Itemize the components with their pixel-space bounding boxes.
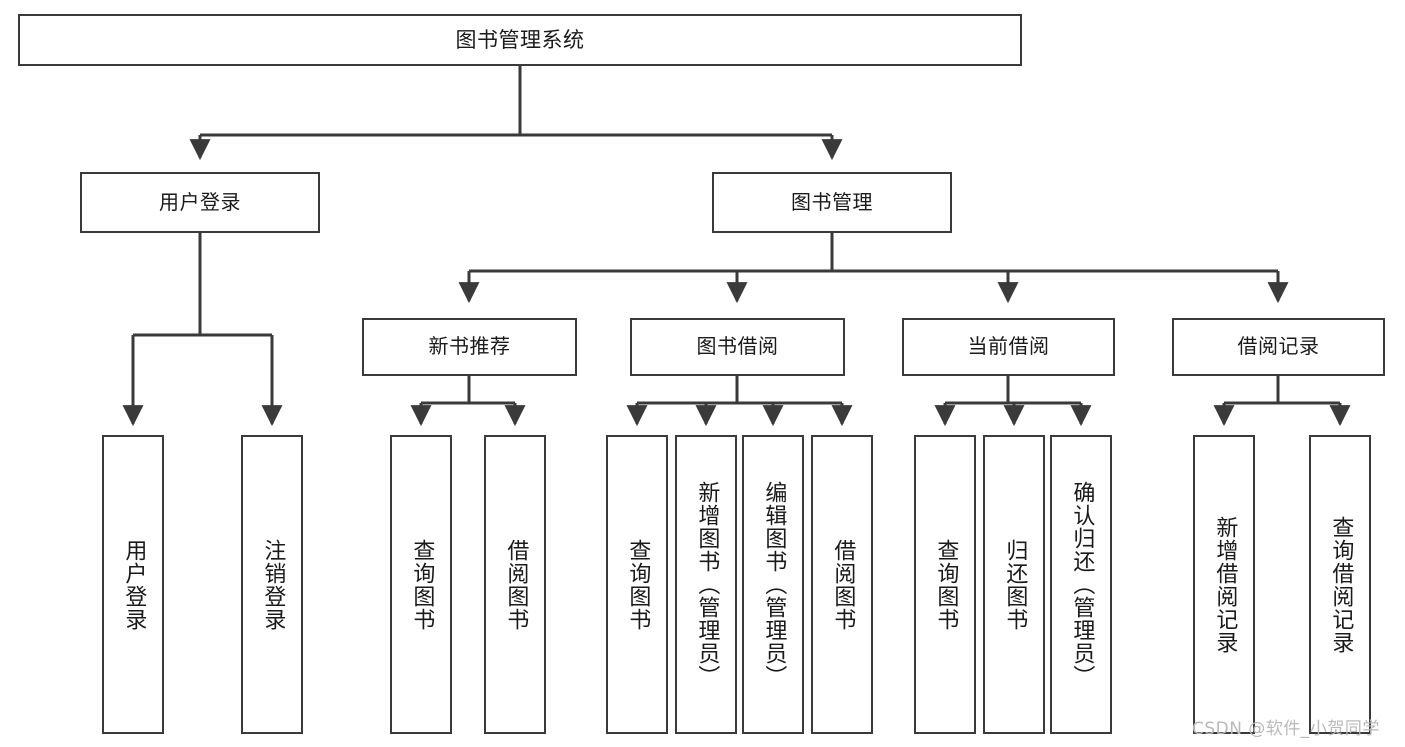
leaf-record-query-record[interactable]: 查询借阅记录 <box>1309 435 1371 734</box>
leaf-user-login-login[interactable]: 用户登录 <box>102 435 164 734</box>
node-label: 用户登录 <box>121 538 147 631</box>
node-label: 图书管理系统 <box>455 27 585 52</box>
node-label: 借阅记录 <box>1237 334 1320 359</box>
leaf-current-return-book[interactable]: 归还图书 <box>983 435 1045 734</box>
leaf-record-add-record[interactable]: 新增借阅记录 <box>1193 435 1255 734</box>
node-user-login[interactable]: 用户登录 <box>80 172 320 233</box>
node-label: 图书管理 <box>791 189 873 214</box>
node-label: 编辑图书（管理员） <box>761 481 787 688</box>
leaf-current-query-book[interactable]: 查询图书 <box>914 435 976 734</box>
node-label: 用户登录 <box>159 189 241 214</box>
node-label: 借阅图书 <box>830 538 856 631</box>
node-label: 新书推荐 <box>428 334 511 359</box>
node-label: 确认归还（管理员） <box>1069 481 1095 688</box>
node-root-system[interactable]: 图书管理系统 <box>18 14 1022 66</box>
node-label: 新增借阅记录 <box>1212 515 1238 654</box>
node-borrow-record[interactable]: 借阅记录 <box>1172 318 1385 376</box>
node-label: 当前借阅 <box>967 334 1050 359</box>
node-label: 查询图书 <box>625 538 651 631</box>
leaf-recommend-query-book[interactable]: 查询图书 <box>390 435 452 734</box>
node-label: 新增图书（管理员） <box>694 481 720 688</box>
node-book-management[interactable]: 图书管理 <box>712 172 952 233</box>
leaf-borrow-add-book-admin[interactable]: 新增图书（管理员） <box>675 435 737 734</box>
node-label: 借阅图书 <box>503 538 529 631</box>
node-label: 注销登录 <box>260 538 286 631</box>
leaf-borrow-borrow-book[interactable]: 借阅图书 <box>811 435 873 734</box>
leaf-current-confirm-return-admin[interactable]: 确认归还（管理员） <box>1050 435 1112 734</box>
node-label: 查询图书 <box>933 538 959 631</box>
node-label: 查询借阅记录 <box>1328 515 1354 654</box>
leaf-recommend-borrow-book[interactable]: 借阅图书 <box>484 435 546 734</box>
node-label: 图书借阅 <box>696 334 779 359</box>
leaf-user-login-logout[interactable]: 注销登录 <box>241 435 303 734</box>
node-label: 归还图书 <box>1002 538 1028 631</box>
node-new-book-recommend[interactable]: 新书推荐 <box>362 318 577 376</box>
watermark-text: CSDN @软件_小贺同学 <box>1192 719 1380 739</box>
node-current-borrow[interactable]: 当前借阅 <box>902 318 1115 376</box>
leaf-borrow-query-book[interactable]: 查询图书 <box>606 435 668 734</box>
node-label: 查询图书 <box>409 538 435 631</box>
node-book-borrow[interactable]: 图书借阅 <box>630 318 845 376</box>
leaf-borrow-edit-book-admin[interactable]: 编辑图书（管理员） <box>742 435 804 734</box>
